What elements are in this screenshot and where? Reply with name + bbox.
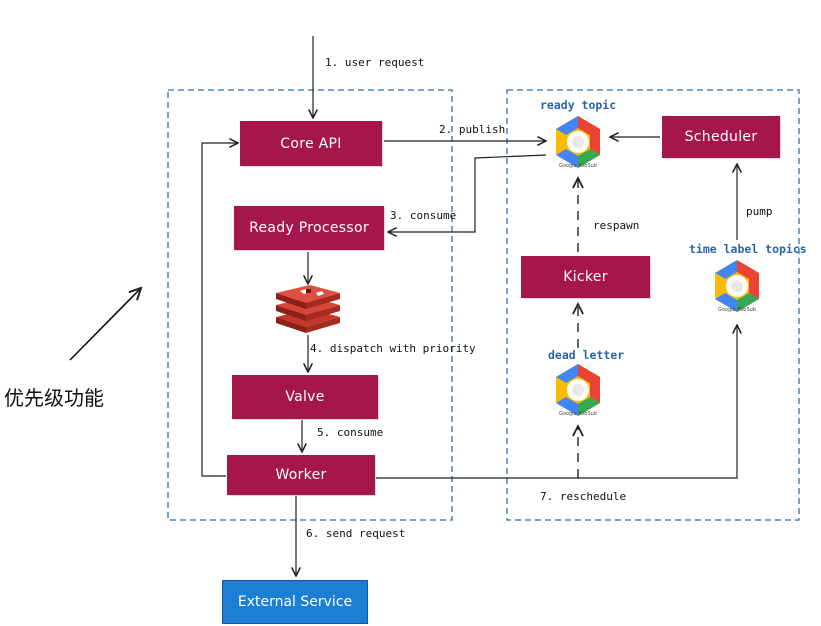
node-scheduler: Scheduler	[662, 116, 780, 158]
node-external-service: External Service	[222, 580, 368, 624]
edge-label-send-request: 6. send request	[306, 527, 406, 540]
node-core-api: Core API	[240, 121, 382, 166]
edge-label-pump: pump	[746, 205, 773, 218]
node-kicker: Kicker	[521, 256, 650, 298]
edge-label-user-request: 1. user request	[325, 56, 425, 69]
topic-label-dead-letter: dead letter	[548, 348, 625, 362]
annotation-priority-feature: 优先级功能	[4, 386, 104, 410]
edge-reschedule	[376, 325, 737, 479]
pubsub-time-label-icon: Google PubSub	[715, 260, 759, 313]
pubsub-dead-letter-icon: Google PubSub	[556, 364, 600, 417]
pubsub-caption-ready: Google PubSub	[559, 163, 597, 169]
edge-label-dispatch: 4. dispatch with priority	[310, 342, 476, 355]
topic-label-time-label: time label topics	[689, 242, 807, 256]
pubsub-caption-dead-letter: Google PubSub	[559, 411, 597, 417]
node-valve: Valve	[232, 375, 378, 419]
edge-label-publish: 2. publish	[439, 123, 506, 136]
annotation-arrow	[69, 288, 141, 361]
edge-worker-loop	[201, 143, 238, 477]
pubsub-caption-time-label: Google PubSub	[718, 307, 756, 313]
node-ready-processor: Ready Processor	[234, 206, 384, 250]
priority-queue-icon	[276, 285, 340, 333]
service-boundary-right	[506, 89, 800, 521]
edge-consume-ready	[388, 154, 547, 232]
topic-label-ready: ready topic	[540, 98, 617, 112]
edge-label-reschedule: 7. reschedule	[540, 490, 627, 503]
node-worker: Worker	[227, 455, 375, 495]
service-boundary-left	[167, 89, 453, 521]
edge-label-consume-5: 5. consume	[317, 426, 384, 439]
edge-label-respawn: respawn	[593, 219, 640, 232]
edge-label-consume-3: 3. consume	[390, 209, 457, 222]
pubsub-ready-icon: Google PubSub	[556, 116, 600, 169]
